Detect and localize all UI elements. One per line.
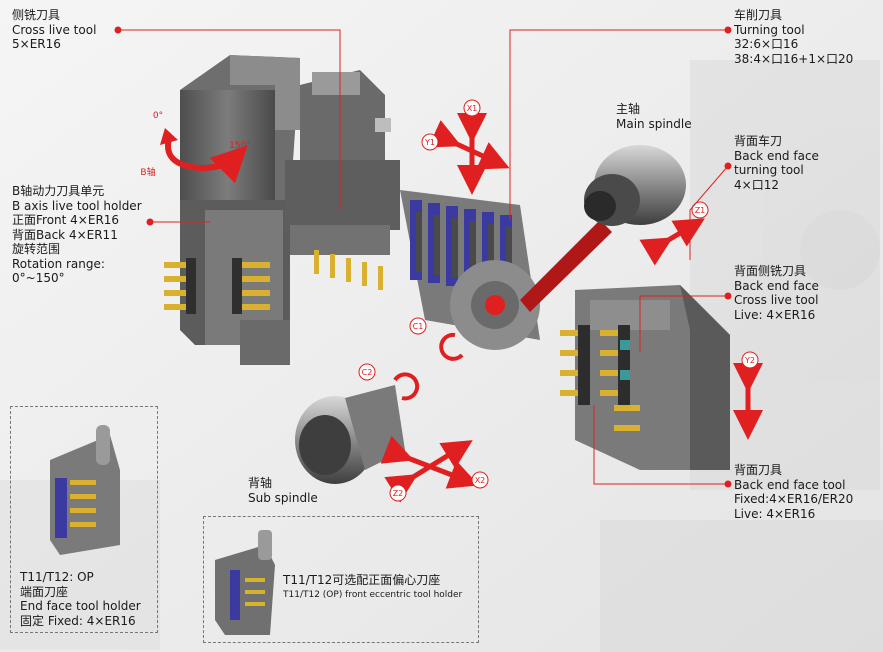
z1-arrow xyxy=(639,218,705,266)
cross-live-cn: 侧铣刀具 xyxy=(12,8,61,22)
b-axis-tag: B轴 xyxy=(140,166,155,178)
cross-live-spec: 5×ER16 xyxy=(12,37,61,51)
back-turning-spec: 4×口12 xyxy=(734,177,779,192)
sub-spindle-en: Sub spindle xyxy=(248,490,318,505)
cross-live-tool-unit xyxy=(285,70,400,290)
axis-c2-tag: C2 xyxy=(362,368,373,377)
inset-eccentric-holder-figure xyxy=(215,530,275,635)
turning-en: Turning tool xyxy=(734,22,805,37)
t11-en: End face tool holder xyxy=(20,599,141,613)
back-cross-cn: 背面侧铣刀具 xyxy=(734,264,807,278)
b-rotation-arrow-tail xyxy=(160,128,178,145)
back-cross-en2: Cross live tool xyxy=(734,293,819,307)
axis-y1-tag: Y1 xyxy=(424,138,435,147)
main-spindle-cn: 主轴 xyxy=(616,102,641,116)
axis-c1-tag: C1 xyxy=(413,322,424,331)
axis-z2-tag: Z2 xyxy=(393,489,404,498)
inset-end-face-box xyxy=(10,406,158,633)
inset-eccentric-box xyxy=(203,516,479,643)
label-b-axis-holder: B轴动力刀具单元 B axis live tool holder 正面Front… xyxy=(12,184,142,286)
turning-cn: 车削刀具 xyxy=(734,8,783,22)
back-end-live: Live: 4×ER16 xyxy=(734,506,816,521)
axis-tags: X1 Y1 Z1 Y2 X2 Z2 C1 C2 B轴 0° 150° xyxy=(140,99,759,502)
label-t11-eccentric: T11/T12可选配正面偏心刀座 T11/T12 (OP) front ecce… xyxy=(283,573,462,602)
label-main-spindle: 主轴 Main spindle xyxy=(616,102,692,131)
label-t11-end-face: T11/T12: OP 端面刀座 End face tool holder 固定… xyxy=(20,570,141,628)
axis-y2-tag: Y2 xyxy=(744,356,755,365)
b-axis-front: 正面Front 4×ER16 xyxy=(12,213,120,227)
cross-live-tools xyxy=(314,250,383,290)
sub-spindle-cn: 背轴 xyxy=(248,476,273,490)
sub-spindle xyxy=(295,385,405,484)
b-axis-tool-holder xyxy=(164,55,300,365)
background-machine-ghost xyxy=(0,60,883,652)
back-end-tool-block xyxy=(560,285,730,470)
b-axis-back: 背面Back 4×ER11 xyxy=(12,227,118,242)
turning-spec-38: 38:4×口16+1×口20 xyxy=(734,51,854,66)
b-axis-cn: B轴动力刀具单元 xyxy=(12,184,105,198)
deg-150-tag: 150° xyxy=(229,141,251,151)
t11-eccentric-cn: T11/T12可选配正面偏心刀座 xyxy=(283,573,441,587)
t11-eccentric-en: T11/T12 (OP) front eccentric tool holder xyxy=(283,589,463,600)
c1-rotation-arrow xyxy=(439,332,464,361)
label-back-end-face-tool: 背面刀具 Back end face tool Fixed:4×ER16/ER2… xyxy=(734,463,853,521)
back-tools xyxy=(560,325,640,431)
b-axis-range-val: 0°~150° xyxy=(12,271,65,285)
x2-z2-arrows xyxy=(380,435,480,503)
label-back-turning-tool: 背面车刀 Back end face turning tool 4×口12 xyxy=(734,134,819,192)
turning-tool-gang xyxy=(400,190,540,350)
t11-fixed: 固定 Fixed: 4×ER16 xyxy=(20,613,136,628)
back-turning-en2: turning tool xyxy=(734,163,804,177)
axis-z1-tag: Z1 xyxy=(695,206,706,215)
back-cross-en1: Back end face xyxy=(734,278,819,293)
back-turning-en1: Back end face xyxy=(734,148,819,163)
axis-x2-tag: X2 xyxy=(475,476,486,485)
axis-x1-tag: X1 xyxy=(467,104,478,113)
inset-end-face-holder-figure xyxy=(50,425,120,555)
back-turning-cn: 背面车刀 xyxy=(734,134,783,148)
turning-spec-32: 32:6×口16 xyxy=(734,37,799,51)
cross-live-en: Cross live tool xyxy=(12,22,97,37)
label-back-cross-live: 背面侧铣刀具 Back end face Cross live tool Liv… xyxy=(734,264,819,322)
deg-0-tag: 0° xyxy=(153,111,163,121)
x1-y1-arrows xyxy=(428,113,510,195)
label-turning-tool: 车削刀具 Turning tool 32:6×口16 38:4×口16+1×口2… xyxy=(734,8,853,66)
back-end-en: Back end face tool xyxy=(734,477,846,492)
back-end-fixed: Fixed:4×ER16/ER20 xyxy=(734,492,854,506)
main-spindle-en: Main spindle xyxy=(616,116,692,131)
main-spindle xyxy=(520,145,686,312)
back-end-cn: 背面刀具 xyxy=(734,463,783,477)
leader-lines xyxy=(114,26,732,488)
t11-op: T11/T12: OP xyxy=(20,570,94,584)
b-axis-range-en: Rotation range: xyxy=(12,256,105,271)
c2-rotation-arrow xyxy=(393,372,420,401)
b-axis-tools xyxy=(164,258,270,314)
back-cross-spec: Live: 4×ER16 xyxy=(734,307,816,322)
label-sub-spindle: 背轴 Sub spindle xyxy=(248,476,318,505)
b-rotation-arrow xyxy=(165,134,248,184)
b-axis-en: B axis live tool holder xyxy=(12,198,142,213)
b-axis-range-cn: 旋转范围 xyxy=(12,242,61,256)
t11-cn: 端面刀座 xyxy=(20,584,69,599)
label-cross-live-tool: 侧铣刀具 Cross live tool 5×ER16 xyxy=(12,8,96,52)
